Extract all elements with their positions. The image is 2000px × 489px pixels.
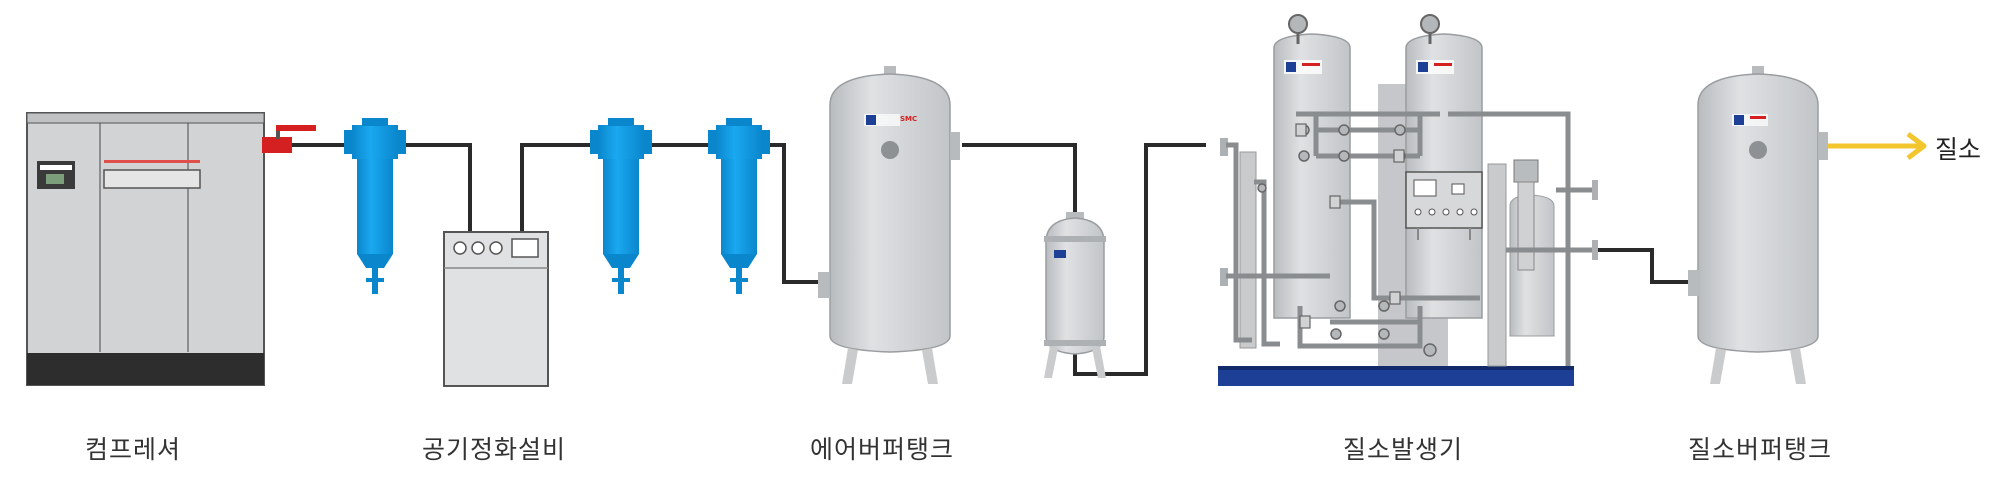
pipe-dryer-to-filter2 [520,143,596,232]
nitrogen-generator-unit [1218,14,1598,386]
pipe-airtank-to-separator [962,143,1077,218]
label-air-treatment: 공기정화설비 [421,435,567,464]
label-nitrogen-buffer-tank: 질소버퍼탱크 [1687,435,1833,464]
label-nitrogen-generator: 질소발생기 [1342,435,1464,464]
nitrogen-outlet-arrow [1828,132,1927,160]
pressure-gauge-left [1288,14,1308,44]
pressure-gauge-right [1420,14,1440,44]
pipe-separator-to-generator [1073,143,1206,376]
pipe-filter3-to-airtank [764,143,818,284]
compressor-unit [26,112,265,386]
air-filter-2 [590,118,652,294]
pipe-generator-to-n2tank [1596,248,1690,284]
label-compressor: 컴프레셔 [84,435,182,464]
air-dryer [443,231,549,387]
label-air-buffer-tank: 에어버퍼탱크 [809,435,955,464]
moisture-separator [1044,212,1106,378]
adsorption-tower-left [1273,33,1351,319]
pipe-filter1-to-dryer [398,143,472,232]
air-filter-3 [708,118,770,294]
outlet-label: 질소 [1935,135,1982,164]
air-buffer-tank: SMC [818,66,960,384]
brand-mark: SMC [900,115,917,123]
generator-control-panel [1405,171,1483,240]
outlet-valve [262,125,316,153]
nitrogen-buffer-tank [1688,66,1828,384]
pipe-network [265,143,1690,376]
air-filter-1 [344,118,406,294]
